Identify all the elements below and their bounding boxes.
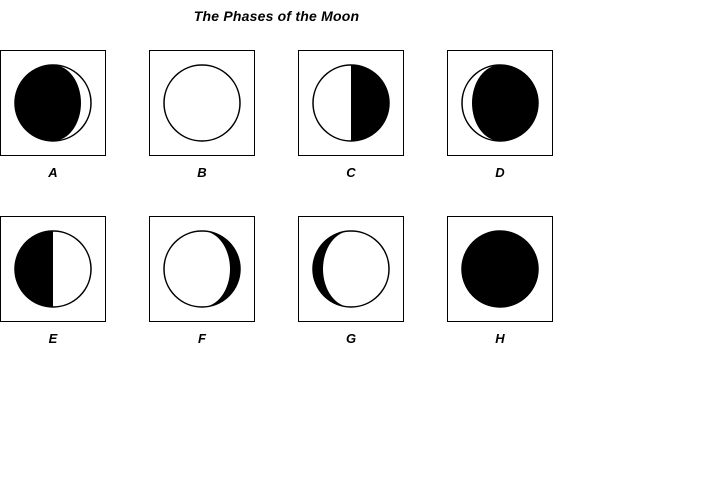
moon-panel-b: [149, 50, 255, 156]
moon-panel-f: [149, 216, 255, 322]
moon-label-c: C: [346, 165, 356, 180]
moon-panel-a: [0, 50, 106, 156]
moon-label-d: D: [495, 165, 505, 180]
full-moon-icon: [163, 64, 241, 142]
moon-label-b: B: [197, 165, 207, 180]
moon-panel-h: [447, 216, 553, 322]
moon-panel-g: [298, 216, 404, 322]
moon-label-a: A: [48, 165, 58, 180]
moon-label-h: H: [495, 331, 505, 346]
thin-crescent-moon-icon: [461, 64, 539, 142]
diagram-title: The Phases of the Moon: [193, 8, 360, 24]
waning-crescent-moon-icon: [14, 64, 92, 142]
moon-label-g: G: [345, 331, 357, 346]
right-half-dark-moon-icon: [312, 64, 390, 142]
moon-label-e: E: [48, 331, 58, 346]
moon-label-f: F: [198, 331, 206, 346]
waxing-gibbous-moon-icon: [312, 230, 390, 308]
new-moon-icon: [461, 230, 539, 308]
moon-panel-c: [298, 50, 404, 156]
moon-panel-e: [0, 216, 106, 322]
left-half-dark-moon-icon: [14, 230, 92, 308]
moon-panel-d: [447, 50, 553, 156]
waning-gibbous-moon-icon: [163, 230, 241, 308]
